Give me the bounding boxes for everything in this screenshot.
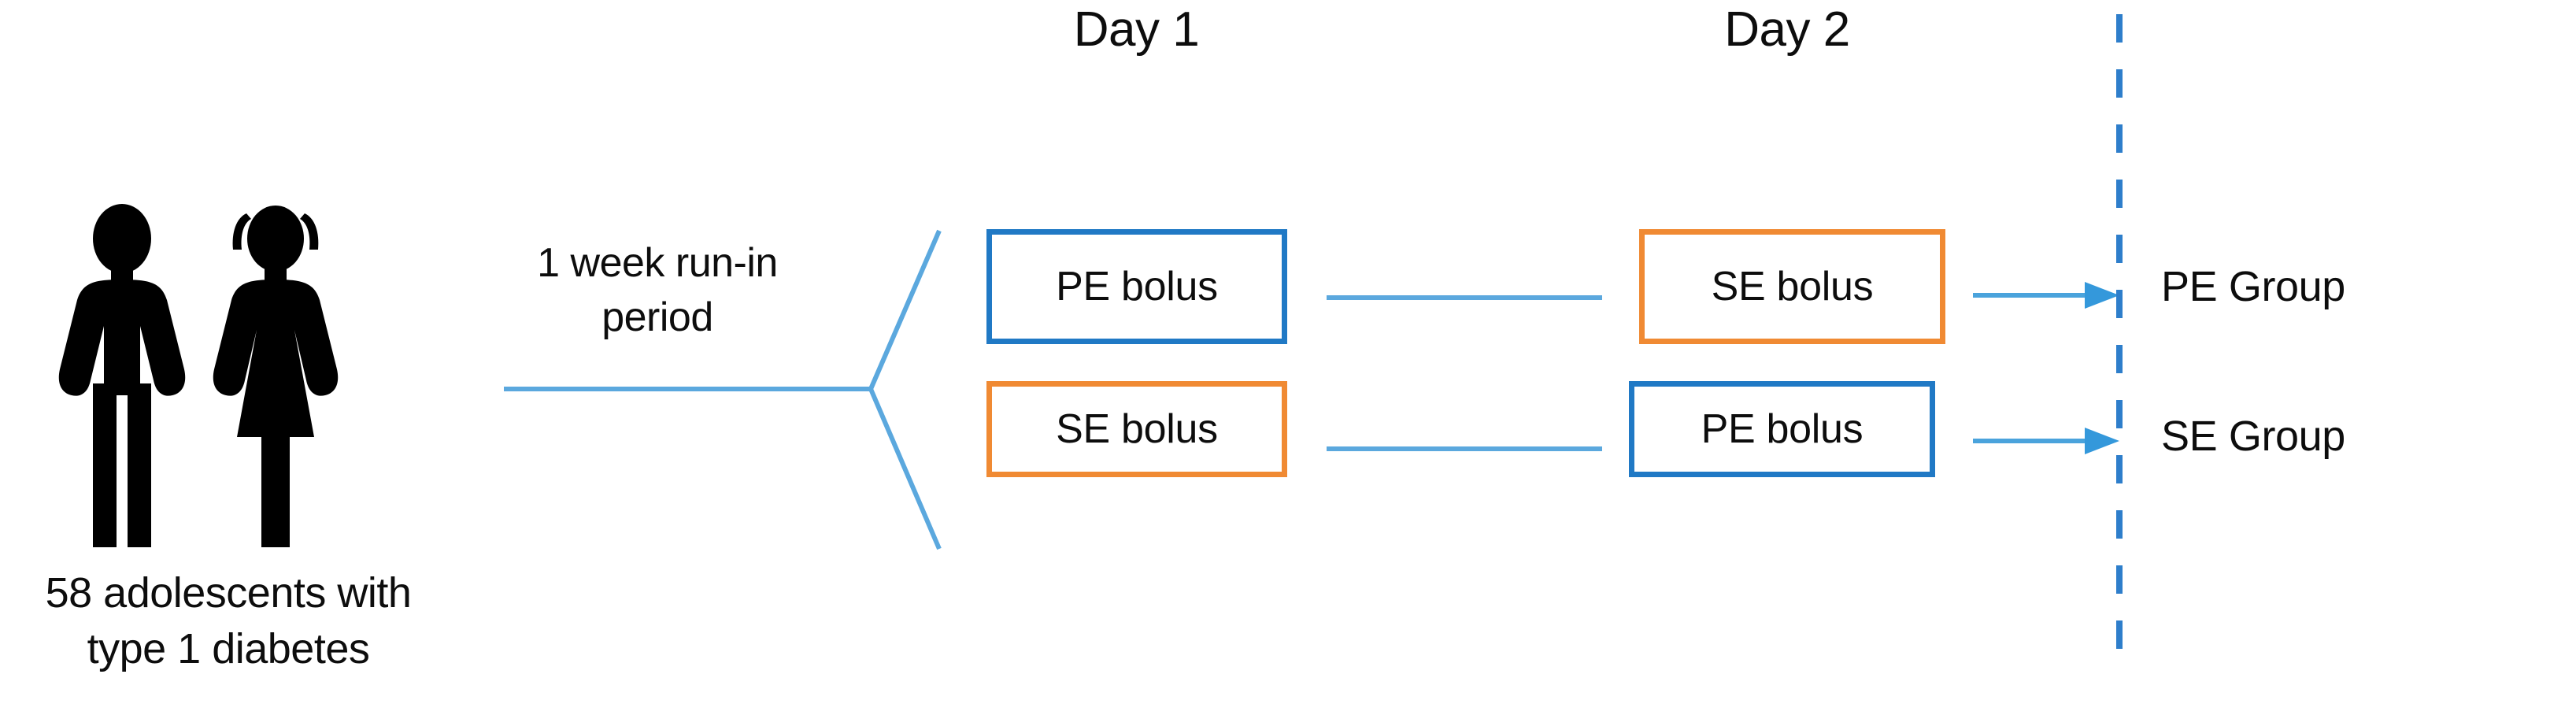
run-in-label-line-1: 1 week run-in (537, 240, 778, 286)
fork-branch-lower (868, 387, 942, 550)
cohort-caption: 58 adolescents with type 1 diabetes (0, 565, 457, 678)
cohort-caption-line-2: type 1 diabetes (87, 625, 370, 673)
treatment-box-day1-pe[interactable]: PE bolus (986, 229, 1287, 344)
result-label-pe-group: PE Group (2161, 263, 2345, 310)
treatment-box-day2-se[interactable]: SE bolus (1639, 229, 1945, 344)
treatment-box-day1-se[interactable]: SE bolus (986, 381, 1287, 477)
column-header-day-1: Day 1 (1073, 2, 1200, 57)
arrow-to-se-group (1973, 428, 2119, 454)
treatment-box-day2-pe[interactable]: PE bolus (1629, 381, 1935, 477)
person-female-icon (213, 206, 339, 547)
fork-branch-upper (868, 229, 942, 391)
person-male-icon (58, 204, 186, 547)
run-in-period-label: 1 week run-in period (472, 236, 842, 344)
cohort-figures (47, 201, 417, 555)
column-header-day-2: Day 2 (1724, 2, 1850, 57)
cohort-caption-line-1: 58 adolescents with (45, 569, 412, 617)
run-in-label-line-2: period (601, 294, 713, 340)
result-label-se-group: SE Group (2161, 413, 2345, 460)
arrow-to-pe-group (1973, 282, 2119, 309)
